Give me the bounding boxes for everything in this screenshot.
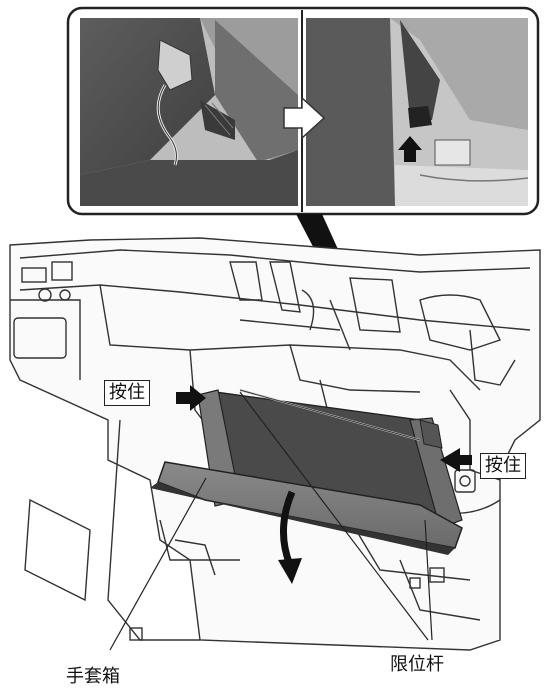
inset-before-view: [80, 18, 298, 206]
limit-rod-caption: 限位杆: [390, 650, 444, 676]
glove-box-caption: 手套箱: [66, 662, 120, 688]
inset-after-view: [306, 18, 528, 206]
inset-panel: [68, 8, 538, 214]
press-label-left: 按住: [104, 380, 150, 406]
press-label-right: 按住: [480, 453, 526, 479]
